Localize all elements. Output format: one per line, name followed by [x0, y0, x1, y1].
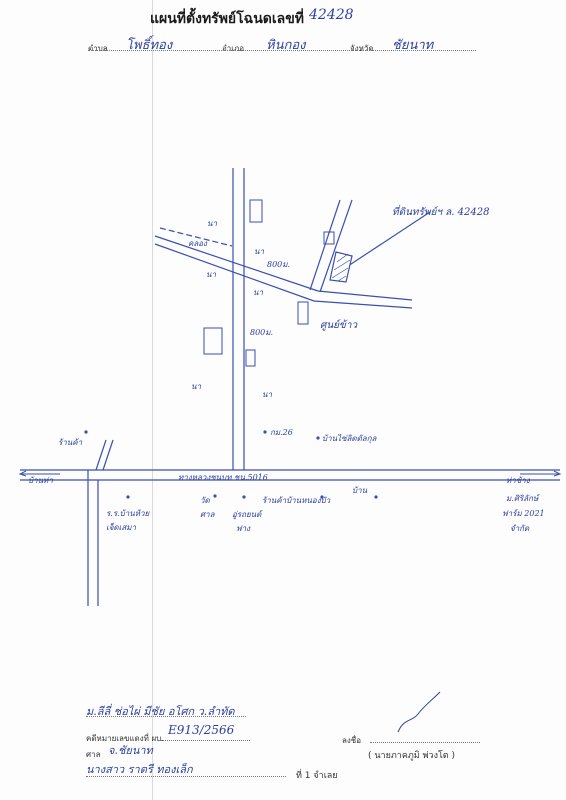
canal-label: คลอง — [188, 239, 207, 248]
writer-line: นางสาว ราตรี ทองเล็ก — [86, 763, 193, 776]
to-left-label: บ้านท่า — [28, 476, 53, 485]
request-label: คดีหมายเลขแดงที่ ผบ. — [86, 734, 164, 743]
right-note-2: ฟาร์ม 2021 — [502, 509, 545, 518]
court-label: ศาล — [86, 750, 101, 759]
writer-dotline — [86, 776, 286, 777]
highway-label: ทางหลวงชนบท ชน.5016 — [178, 473, 268, 482]
sign-dotline — [370, 742, 480, 743]
surveyor-dotline — [86, 716, 246, 717]
rice-mill-label: ศูนย์ข้าว — [320, 320, 358, 331]
province-value: ชัยนาท — [392, 38, 434, 53]
district-label: อำเภอ — [222, 44, 245, 53]
km-marker-label: กม.26 — [270, 428, 293, 437]
right-note-1: ม.ศิริลักษ์ — [506, 494, 539, 503]
temple-label-2: ศาล — [200, 510, 215, 519]
court-value: จ.ชัยนาท — [108, 744, 153, 757]
header-dotline — [88, 50, 476, 51]
surveyor-line: ม.ลีลี่ ช่อไผ่ มีชัย อโศก ว.ลำทัด — [86, 705, 235, 718]
field-label-2: นา — [206, 270, 216, 279]
clinic-label: อู่รถยนต์ — [232, 510, 262, 519]
shop-left-label: ร้านค้า — [58, 438, 83, 447]
page-fold-line — [152, 0, 153, 800]
small-house-label: บ้าน — [352, 486, 368, 495]
field-label-5: นา — [191, 382, 201, 391]
distance-label-a: 800ม. — [267, 260, 291, 269]
property-label: ที่ดินทรัพย์ฯ ล. 42428 — [392, 207, 490, 218]
deed-number: 42428 — [309, 7, 354, 23]
subdistrict-label: ตำบล — [88, 44, 108, 53]
subdistrict-value: โพธิ์ทอง — [126, 38, 173, 53]
field-label-3: นา — [254, 247, 264, 256]
shop-road-label: ร้านค้าบ้านหนองบัว — [262, 496, 331, 505]
right-note-3: จำกัด — [510, 524, 530, 533]
school-label-2: เจ็ดเสมา — [106, 523, 136, 532]
district-value: หินกอง — [266, 38, 306, 53]
clinic-label-2: ฟาง — [236, 524, 251, 533]
field-label-1: นา — [207, 219, 217, 228]
distance-label-b: 800ม. — [250, 328, 274, 337]
temple-label: วัด — [200, 496, 210, 505]
school-label: ร.ร.บ้านห้วย — [106, 509, 150, 518]
province-label: จังหวัด — [350, 44, 374, 53]
request-value: E913/2566 — [168, 723, 235, 737]
field-label-4: นา — [253, 288, 263, 297]
signature-scribble — [397, 691, 441, 733]
house-pole-label: บ้านไซ่ลิตตัลกุล — [322, 434, 377, 443]
request-dotline — [160, 740, 250, 741]
page-label: ที่ 1 จำเลย — [296, 771, 338, 781]
signer-name: ( นายภาคภูมิ พ่วงโต ) — [368, 751, 456, 761]
sign-label: ลงชื่อ — [342, 736, 362, 745]
field-label-6: นา — [262, 390, 272, 399]
to-right-label: ท่าช้าง — [506, 476, 530, 485]
document-title: แผนที่ตั้งทรัพย์โฉนดเลขที่ — [150, 11, 305, 27]
